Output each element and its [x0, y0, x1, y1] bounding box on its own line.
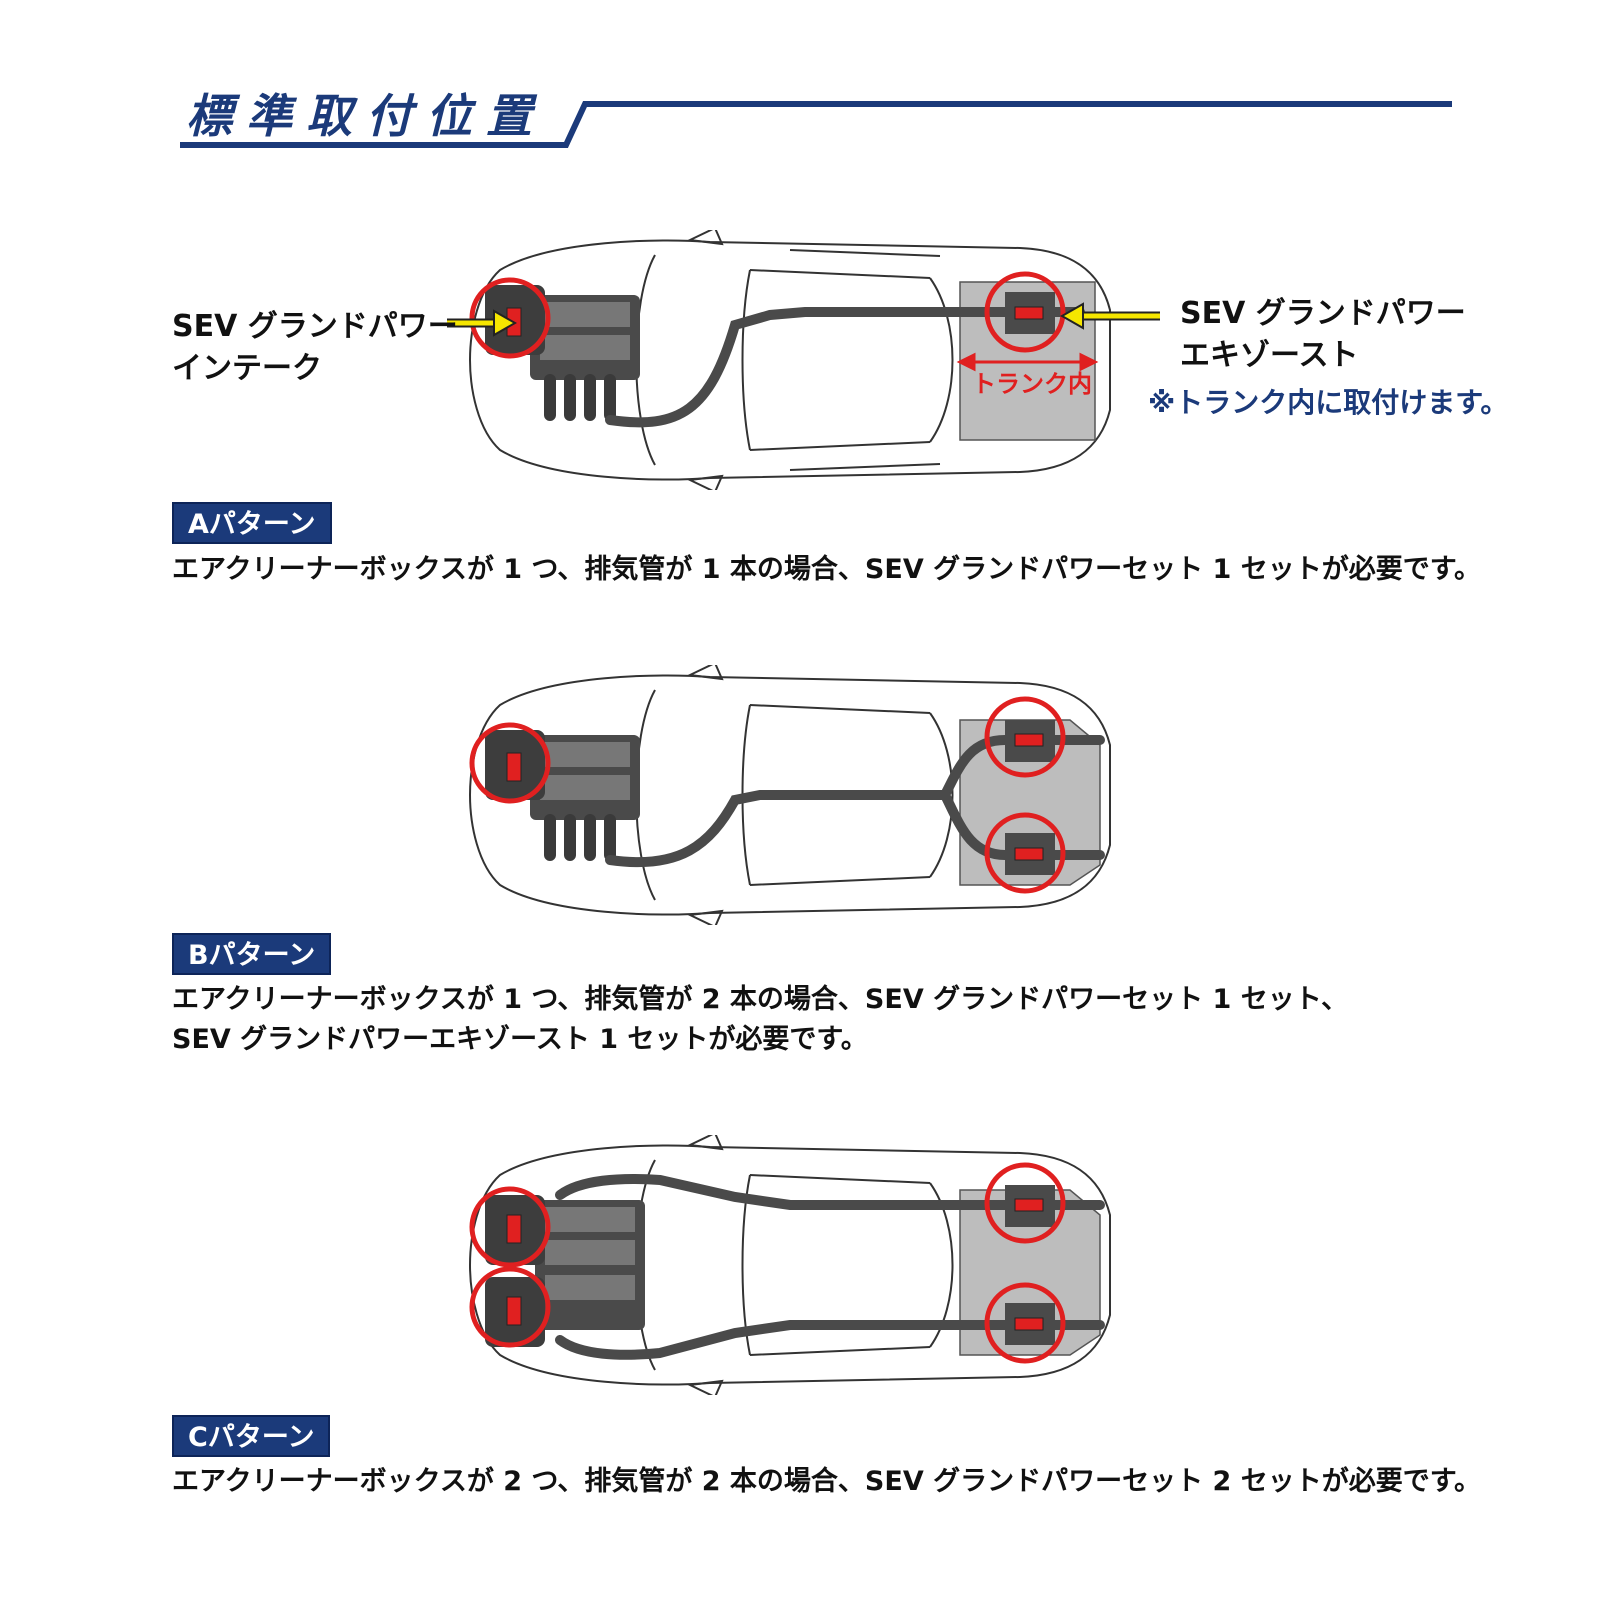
- header-rule: [180, 101, 1452, 148]
- engine-block: [530, 295, 640, 421]
- exhaust-label-line1: SEV グランドパワー: [1180, 296, 1466, 331]
- intake-arrow: [447, 309, 518, 337]
- exhaust-unit-upper: [1014, 733, 1044, 747]
- car-diagram-c: [468, 1135, 1111, 1395]
- car-diagram-b: [468, 665, 1111, 925]
- exhaust-unit-lower: [1014, 847, 1044, 861]
- exhaust-marker-upper: [984, 696, 1066, 778]
- badge-pattern-a: Aパターン: [172, 502, 332, 544]
- exhaust-unit: [1014, 306, 1044, 320]
- intake-unit-upper: [506, 1214, 522, 1244]
- exhaust-pipe-upper: [555, 1173, 1105, 1210]
- intake-unit: [506, 752, 522, 782]
- callout-arrows: [447, 302, 1160, 337]
- intake-marker: [469, 722, 551, 804]
- intake-unit-lower: [506, 1296, 522, 1326]
- trunk-area: [959, 1189, 1101, 1356]
- intake-marker-lower: [469, 1266, 551, 1348]
- exhaust-pipe-lower: [555, 1320, 1105, 1360]
- exhaust-pipe: [605, 307, 1085, 428]
- exhaust-pipe-lower: [940, 790, 1105, 860]
- exhaust-marker-upper: [984, 1162, 1066, 1244]
- car-diagram-a: トランク内: [468, 230, 1111, 490]
- intake-label-line2: インテーク: [172, 351, 322, 386]
- page-title: 標準取付位置: [186, 89, 546, 143]
- exhaust-marker-lower: [984, 1282, 1066, 1364]
- trunk-note: ※トランク内に取付けます。: [1148, 386, 1509, 419]
- intake-label-line1: SEV グランドパワー: [172, 309, 458, 344]
- engine-block: [535, 1200, 645, 1330]
- desc-pattern-a: エアクリーナーボックスが 1 つ、排気管が 1 本の場合、SEV グランドパワー…: [172, 554, 1482, 585]
- car-body: [468, 665, 1111, 925]
- exhaust-marker: [984, 271, 1066, 353]
- intake-callout: SEV グランドパワー インテーク: [172, 306, 458, 390]
- trunk-label: トランク内: [972, 370, 1092, 398]
- exhaust-unit-upper: [1014, 1198, 1044, 1212]
- intake-marker-upper: [469, 1186, 551, 1268]
- exhaust-callout: SEV グランドパワー エキゾースト: [1180, 293, 1466, 377]
- exhaust-label-line2: エキゾースト: [1180, 338, 1359, 373]
- engine-block: [530, 735, 640, 861]
- desc-pattern-c: エアクリーナーボックスが 2 つ、排気管が 2 本の場合、SEV グランドパワー…: [172, 1466, 1482, 1497]
- exhaust-unit-lower: [1014, 1317, 1044, 1331]
- desc-pattern-b-line2: SEV グランドパワーエキゾースト 1 セットが必要です。: [172, 1024, 868, 1055]
- intake-marker: [469, 277, 551, 359]
- exhaust-pipe-main: [605, 790, 950, 868]
- exhaust-marker-lower: [984, 812, 1066, 894]
- exhaust-pipe-upper: [940, 735, 1105, 800]
- trunk-span-arrow: [956, 352, 1099, 372]
- desc-pattern-b-line1: エアクリーナーボックスが 1 つ、排気管が 2 本の場合、SEV グランドパワー…: [172, 984, 1349, 1015]
- exhaust-arrow: [1059, 302, 1160, 330]
- badge-pattern-c: Cパターン: [172, 1415, 331, 1457]
- badge-pattern-b: Bパターン: [172, 933, 332, 975]
